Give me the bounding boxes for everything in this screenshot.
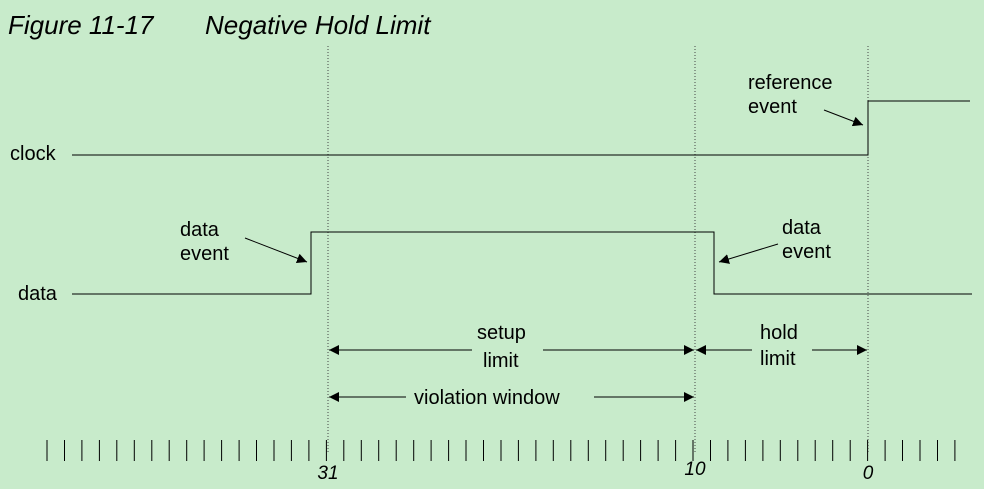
clock-label: clock bbox=[10, 143, 57, 165]
hold-limit-label-line2: limit bbox=[760, 348, 796, 370]
data-event-left-label-line1: data bbox=[180, 219, 220, 241]
setup-limit-label-line1: setup bbox=[477, 322, 526, 344]
reference-event-arrow bbox=[823, 109, 864, 127]
time-axis-ticks bbox=[46, 440, 956, 461]
violation-window-label: violation window bbox=[414, 387, 560, 409]
time-label-31: 31 bbox=[317, 463, 338, 484]
setup-limit-label-line2: limit bbox=[483, 350, 519, 372]
data-label: data bbox=[18, 283, 58, 305]
data-event-right-label-line1: data bbox=[782, 217, 822, 239]
data-waveform bbox=[72, 231, 972, 295]
clock-waveform bbox=[72, 100, 970, 156]
reference-event-label-line2: event bbox=[748, 96, 797, 118]
data-event-left-arrow bbox=[244, 237, 308, 264]
figure-title: Negative Hold Limit bbox=[205, 10, 432, 40]
data-event-right-label-line2: event bbox=[782, 241, 831, 263]
hold-limit-label-line1: hold bbox=[760, 322, 798, 344]
data-event-right-arrow bbox=[718, 243, 779, 264]
data-event-left-label-line2: event bbox=[180, 243, 229, 265]
reference-event-label-line1: reference bbox=[748, 72, 833, 94]
time-label-0: 0 bbox=[863, 463, 874, 484]
figure-number: Figure 11-17 bbox=[8, 10, 155, 40]
time-label-10: 10 bbox=[684, 459, 706, 480]
